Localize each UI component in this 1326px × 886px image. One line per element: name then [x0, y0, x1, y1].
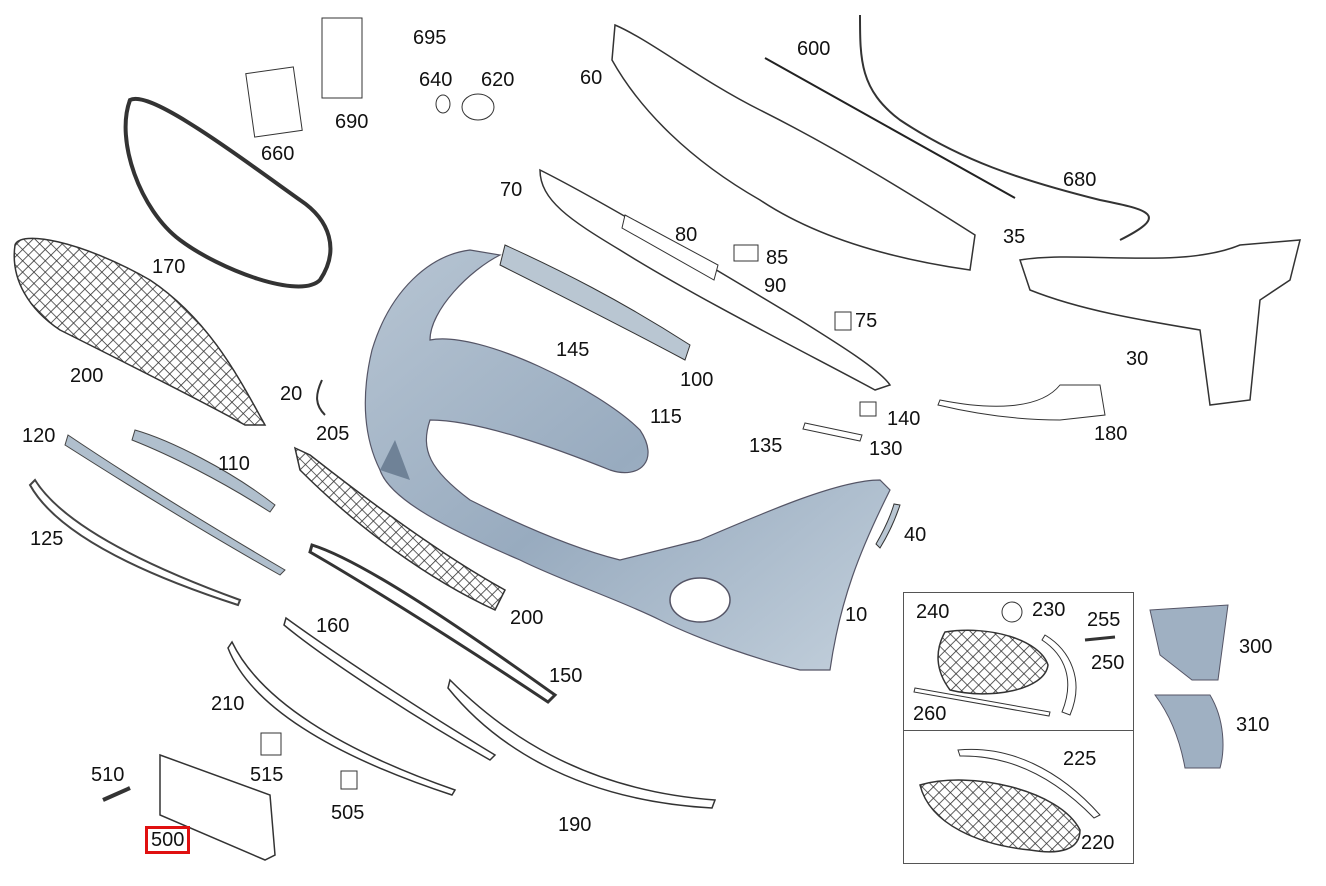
- label-500-highlighted[interactable]: 500: [145, 826, 191, 854]
- label-115[interactable]: 115: [650, 406, 682, 428]
- grille-200-center: [293, 446, 506, 611]
- bracket-100: [499, 244, 691, 361]
- label-515[interactable]: 515: [250, 764, 284, 786]
- strip-260: [913, 687, 1051, 717]
- label-170[interactable]: 170: [152, 256, 186, 278]
- label-60[interactable]: 60: [580, 67, 603, 89]
- crossmember-30: [1019, 239, 1301, 406]
- label-80[interactable]: 80: [675, 224, 698, 246]
- label-85[interactable]: 85: [766, 247, 789, 269]
- label-220[interactable]: 220: [1081, 832, 1115, 854]
- label-145[interactable]: 145: [556, 339, 590, 361]
- screw-510: [102, 786, 131, 802]
- label-190[interactable]: 190: [558, 814, 592, 836]
- bumper-cover-10: [364, 249, 891, 671]
- grille-frame-170: [123, 96, 333, 289]
- clip-140: [859, 401, 877, 417]
- inset-grille-240: [937, 629, 1049, 695]
- label-310[interactable]: 310: [1236, 714, 1270, 736]
- label-30[interactable]: 30: [1126, 348, 1149, 370]
- label-125[interactable]: 125: [30, 528, 64, 550]
- trim-150: [308, 543, 558, 704]
- label-20[interactable]: 20: [280, 383, 303, 405]
- label-110[interactable]: 110: [218, 453, 250, 475]
- strip-160: [283, 616, 497, 761]
- absorber-60: [611, 23, 976, 271]
- label-210[interactable]: 210: [211, 693, 245, 715]
- bracket-690: [321, 17, 363, 99]
- label-510[interactable]: 510: [91, 764, 125, 786]
- clip-75: [834, 311, 852, 331]
- trim-225: [957, 748, 1101, 819]
- label-225[interactable]: 225: [1063, 748, 1097, 770]
- strip-210: [227, 640, 457, 796]
- clip-515: [260, 732, 282, 756]
- label-230[interactable]: 230: [1032, 599, 1066, 621]
- label-40[interactable]: 40: [904, 524, 927, 546]
- cable-600: [764, 57, 1016, 199]
- label-10[interactable]: 10: [845, 604, 868, 626]
- trim-110: [131, 429, 276, 513]
- label-135[interactable]: 135: [749, 435, 783, 457]
- label-695[interactable]: 695: [413, 27, 447, 49]
- label-150[interactable]: 150: [549, 665, 583, 687]
- bolt-255: [1084, 635, 1116, 642]
- label-205[interactable]: 205: [316, 423, 350, 445]
- label-250[interactable]: 250: [1091, 652, 1125, 674]
- label-680[interactable]: 680: [1063, 169, 1097, 191]
- label-200-center[interactable]: 200: [510, 607, 544, 629]
- clip-85: [733, 244, 759, 262]
- grommet-640: [435, 94, 451, 114]
- clip-20: [316, 379, 326, 416]
- bracket-80: [621, 214, 719, 281]
- bracket-130: [802, 422, 863, 442]
- bracket-180: [937, 384, 1106, 421]
- inset-grille-220: [919, 779, 1081, 853]
- side-part-310: [1154, 694, 1224, 769]
- label-640[interactable]: 640: [419, 69, 453, 91]
- label-160[interactable]: 160: [316, 615, 350, 637]
- label-90[interactable]: 90: [764, 275, 787, 297]
- cable-680: [859, 14, 1150, 241]
- label-255[interactable]: 255: [1087, 609, 1121, 631]
- label-690[interactable]: 690: [335, 111, 369, 133]
- sensor-620: [461, 93, 495, 121]
- label-600[interactable]: 600: [797, 38, 831, 60]
- label-75[interactable]: 75: [855, 310, 878, 332]
- label-260[interactable]: 260: [913, 703, 947, 725]
- label-300[interactable]: 300: [1239, 636, 1273, 658]
- label-70[interactable]: 70: [500, 179, 523, 201]
- trim-250: [1041, 634, 1077, 716]
- label-130[interactable]: 130: [869, 438, 903, 460]
- label-100[interactable]: 100: [680, 369, 714, 391]
- label-180[interactable]: 180: [1094, 423, 1128, 445]
- inset-panel-lower: [903, 730, 1134, 864]
- reflector-40: [875, 503, 901, 549]
- clip-505: [340, 770, 358, 790]
- label-620[interactable]: 620: [481, 69, 515, 91]
- trim-120: [64, 434, 286, 576]
- label-120[interactable]: 120: [22, 425, 56, 447]
- license-plate-holder-500: [159, 753, 276, 861]
- sensor-230: [1001, 601, 1023, 623]
- label-240[interactable]: 240: [916, 601, 950, 623]
- label-660[interactable]: 660: [261, 143, 295, 165]
- label-200-left[interactable]: 200: [70, 365, 104, 387]
- label-505[interactable]: 505: [331, 802, 365, 824]
- grille-200-left: [13, 237, 267, 426]
- label-35[interactable]: 35: [1003, 226, 1026, 248]
- label-140[interactable]: 140: [887, 408, 921, 430]
- side-part-300: [1149, 604, 1229, 681]
- strip-190: [447, 678, 717, 809]
- module-660: [245, 66, 303, 138]
- trim-125: [28, 478, 242, 607]
